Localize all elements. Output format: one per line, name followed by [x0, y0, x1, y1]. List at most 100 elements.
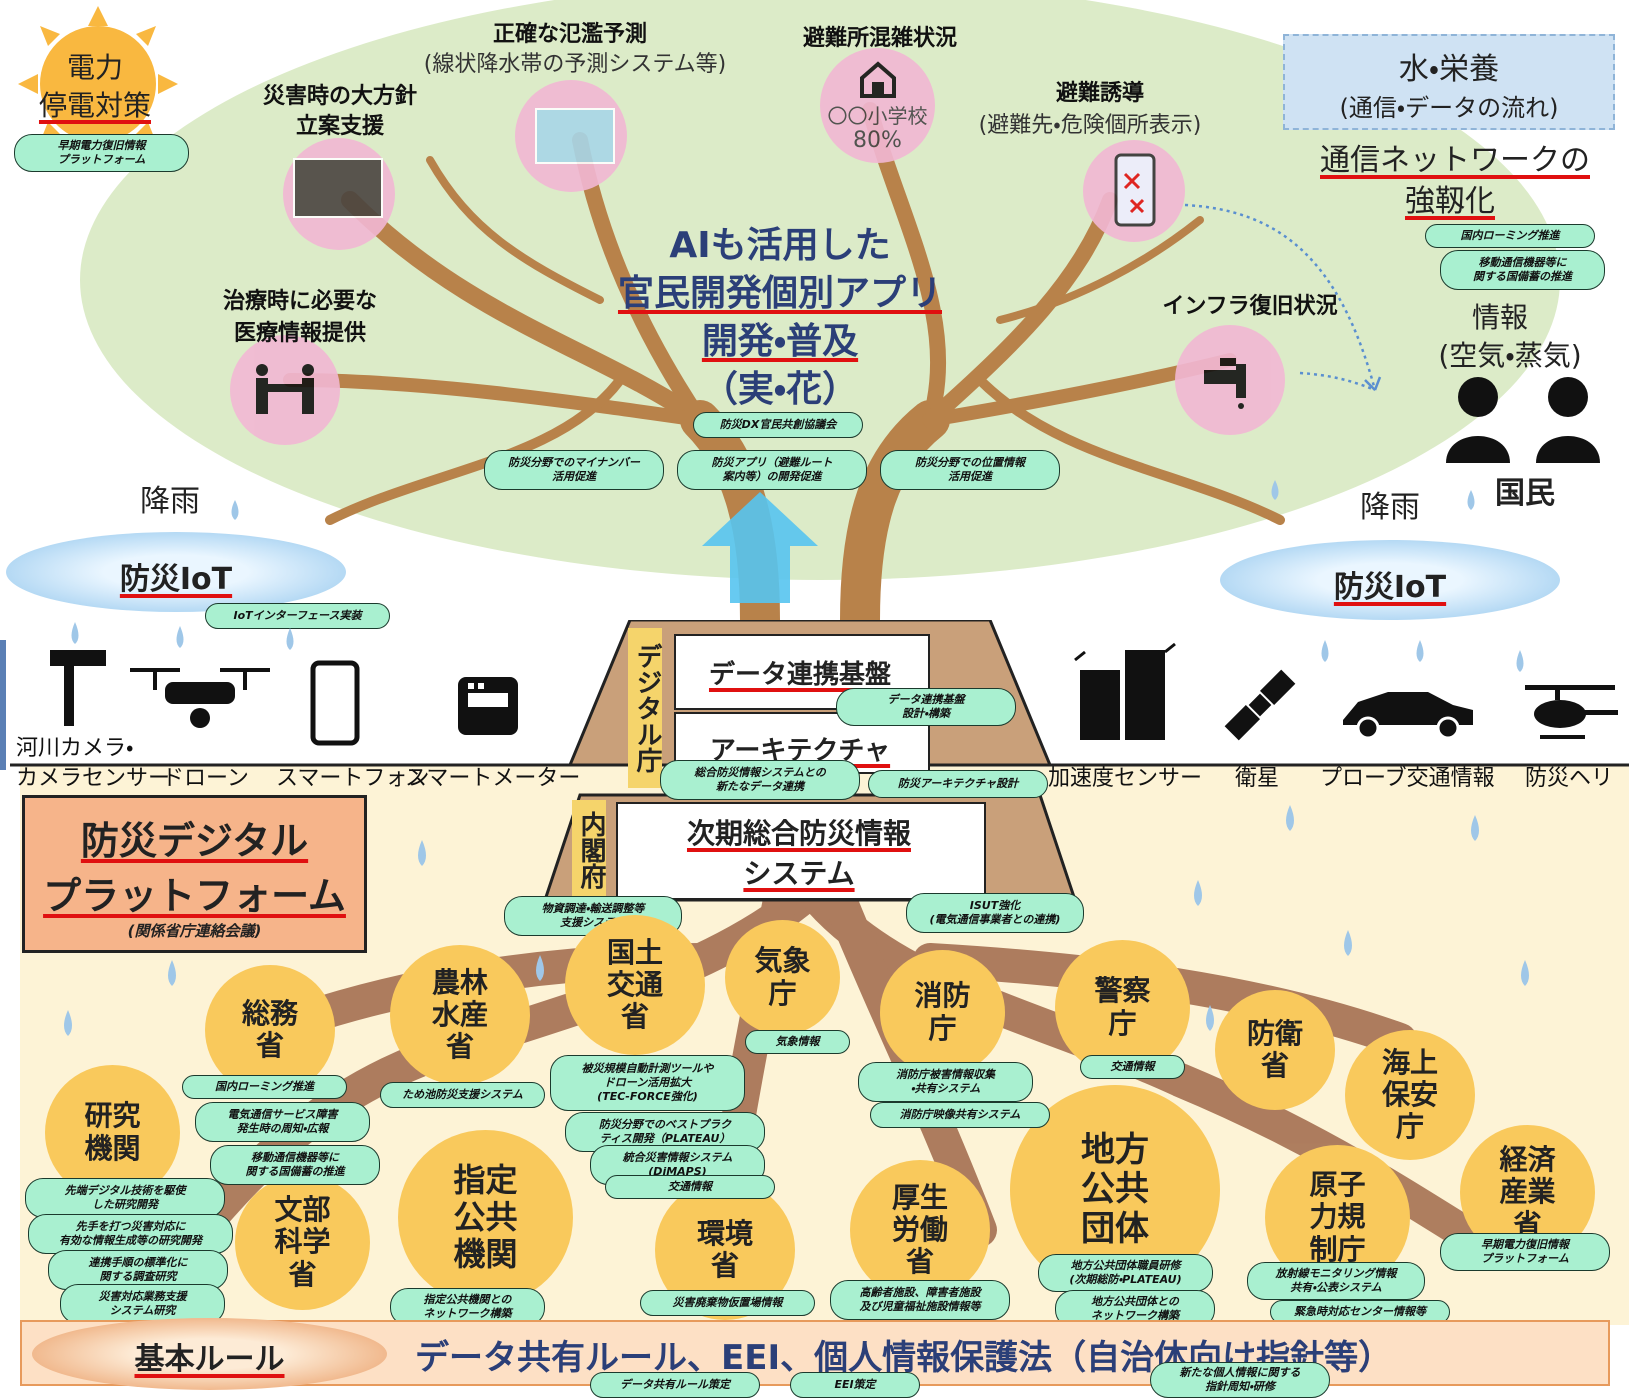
- tag-location: 防災分野での位置情報活用促進: [880, 450, 1060, 490]
- basic-rule-oval: [32, 1318, 387, 1390]
- flood-forecast-sub: (線状降水帯の予測システム等): [423, 52, 727, 77]
- tag-integration: 総合防災情報システムとの新たなデータ連携: [660, 760, 860, 800]
- tag-chiho-training: 地方公共団体職員研修(次期総防・PLATEAU): [1038, 1254, 1213, 1292]
- tag-soumu-stockpile: 移動通信機器等に関する国備蓄の推進: [210, 1145, 380, 1185]
- sensor-smart-meter: スマートメーター: [405, 766, 581, 791]
- tag-shitei: 指定公共機関とのネットワーク構築: [390, 1288, 545, 1326]
- tag-soumu-roaming: 国内ローミング推進: [182, 1075, 347, 1099]
- org-label: 地方公共団体: [1081, 1130, 1149, 1249]
- fruit-disaster-policy-label: 災害時の大方針 立案支援: [240, 82, 440, 142]
- fruit-medical: [230, 335, 340, 445]
- data-platform-box: [674, 634, 930, 710]
- org-kosei: 厚生労働省: [850, 1160, 990, 1300]
- tag-line: 防災分野での位置情報: [915, 456, 1025, 469]
- tag-line: 防災分野でのマイナンバー: [508, 456, 640, 469]
- tag-eei: EEI策定: [790, 1372, 920, 1398]
- satellite-icon: [1224, 669, 1296, 741]
- tag-line: 物資調達・輸送調整等: [541, 902, 645, 915]
- tag-shobo-collect: 消防庁被害情報収集・共有システム: [858, 1062, 1033, 1102]
- tag-data-sharing: データ共有ルール策定: [590, 1372, 760, 1398]
- org-label: 厚生労働省: [891, 1180, 948, 1279]
- tag-kokudo-drone: 被災規模自動計測ツールやドローン活用拡大(TEC-FORCE強化): [550, 1055, 745, 1111]
- next-system-line-2: システム: [743, 857, 855, 890]
- building-icon: [1074, 642, 1176, 740]
- tag-line: システム研究: [109, 1304, 176, 1317]
- iot-left-title: 防災IoT: [119, 562, 233, 597]
- sensor-heli: 防災ヘリ: [1525, 766, 1614, 791]
- fruit-infra: [1175, 325, 1285, 435]
- org-kokudo: 国土交通省: [565, 915, 705, 1055]
- org-label: 経済産業省: [1499, 1143, 1556, 1241]
- org-kenkyu: 研究機関: [45, 1065, 180, 1200]
- car-icon: [1343, 692, 1473, 740]
- tag-line: 高齢者施設、障害者施設: [859, 1286, 981, 1299]
- tag-line: ・共有システム: [910, 1082, 981, 1095]
- power-title-2: 停電対策: [38, 89, 151, 122]
- tag-line: (TEC-FORCE強化): [597, 1090, 698, 1103]
- smart-meter-icon: [458, 677, 518, 735]
- label-line: 立案支援: [295, 114, 384, 139]
- smartphone-sensor-icon: [310, 660, 360, 746]
- tag-line: 移動通信機器等に: [251, 1151, 339, 1164]
- flood-forecast-label: 正確な氾濫予測: [492, 22, 647, 47]
- tag-line: 指定公共機関との: [423, 1293, 512, 1306]
- tag-line: 早期電力復旧情報: [57, 139, 146, 152]
- org-label: 農林水産省: [431, 965, 488, 1064]
- fruit-evacuation: [1083, 140, 1185, 242]
- tag-line: 関する国備蓄の推進: [245, 1165, 345, 1178]
- sensor-probe: プローブ交通情報: [1320, 766, 1495, 791]
- center-title-line-3: 開発・普及: [701, 321, 859, 362]
- tag-architecture: 防災アーキテクチャ設計: [868, 770, 1048, 798]
- org-kisho: 気象庁: [725, 920, 840, 1035]
- fruit-disaster-policy: [283, 138, 395, 250]
- tag-line: 地方公共団体との: [1091, 1295, 1179, 1308]
- meeting-photo-icon: [293, 158, 383, 218]
- fruit-shelter-status: 〇〇小学校 80%: [820, 48, 935, 163]
- tag-line: 先端デジタル技術を駆使: [64, 1184, 186, 1197]
- org-label: 研究機関: [84, 1099, 141, 1165]
- tag-privacy: 新たな個人情報に関する指針周知・研修: [1150, 1362, 1330, 1398]
- next-system-box: [616, 802, 986, 900]
- info-label: 情報: [1471, 301, 1528, 334]
- tag-apps: 防災アプリ（避難ルート案内等）の開発促進: [677, 450, 867, 490]
- platform-sub: (関係省庁連絡会議): [127, 922, 262, 940]
- tag-kenkyu-2: 先手を打つ災害対応に有効な情報生成等の研究開発: [28, 1214, 233, 1254]
- tag-line: (DiMAPS): [648, 1165, 707, 1178]
- platform-line-1: 防災デジタル: [80, 819, 309, 863]
- tag-line: 地方公共団体職員研修: [1070, 1259, 1181, 1272]
- tag-kenkyu-4: 災害対応業務支援システム研究: [60, 1284, 225, 1324]
- water-box: 水・栄養 (通信・データの流れ): [1283, 34, 1615, 130]
- tag-line: 活用促進: [552, 470, 596, 483]
- helicopter-icon: [1525, 685, 1618, 739]
- camera-icon: [50, 650, 106, 726]
- org-label: 原子力規制庁: [1309, 1168, 1366, 1266]
- tag-line: 早期電力復旧情報: [1481, 1238, 1569, 1251]
- tag-line: 設計・構築: [902, 707, 950, 720]
- fruit-flood-forecast: [515, 80, 627, 192]
- tag-kisho: 気象情報: [745, 1030, 850, 1054]
- sensor-smartphone: スマートフォン: [276, 766, 430, 791]
- tag-kokudo-plateau: 防災分野でのベストプラクティス開発（PLATEAU）: [565, 1112, 765, 1152]
- left-edge-bar: [0, 640, 6, 770]
- label-line: 災害時の大方針: [262, 84, 417, 109]
- shelter-percent: 80%: [853, 128, 902, 153]
- tag-line: 消防庁被害情報収集: [896, 1068, 995, 1081]
- org-shitei: 指定公共機関: [398, 1130, 573, 1305]
- tag-line: プラットフォーム: [57, 153, 146, 166]
- iot-cloud-right: [1220, 540, 1560, 620]
- tag-line: 及び児童福祉施設情報等: [859, 1300, 981, 1313]
- org-label: 防衛省: [1246, 1016, 1303, 1082]
- iot-cloud-left: [6, 532, 346, 612]
- tag-line: (次期総防・PLATEAU): [1069, 1273, 1182, 1286]
- org-shobo: 消防庁: [880, 950, 1005, 1075]
- tag-line: 放射線モニタリング情報: [1275, 1267, 1397, 1280]
- tag-line: ISUT強化: [969, 899, 1021, 912]
- tag-line: 防災分野でのベストプラク: [598, 1118, 732, 1131]
- tag-line: プラットフォーム: [1481, 1252, 1569, 1265]
- water-title: 水・栄養: [1398, 52, 1500, 87]
- drone-icon: [130, 668, 270, 728]
- org-label: 文部科学省: [274, 1193, 331, 1291]
- medical-label: 治療時に必要な 医療情報提供: [200, 286, 400, 350]
- tag-genshi-radiation: 放射線モニタリング情報共有・公表システム: [1247, 1262, 1425, 1300]
